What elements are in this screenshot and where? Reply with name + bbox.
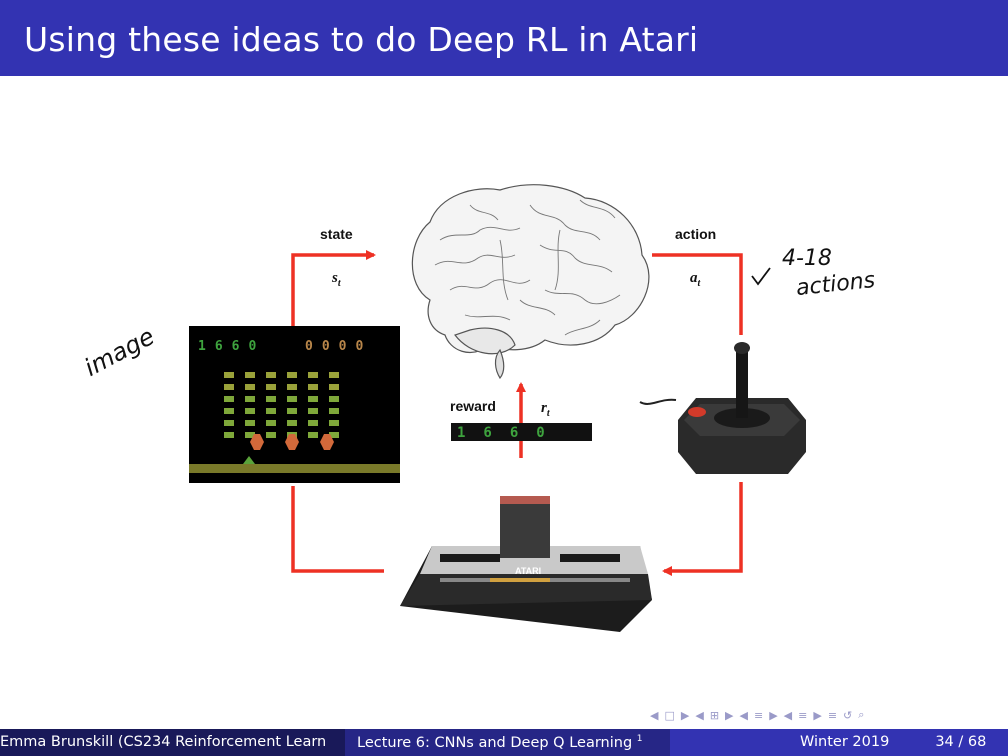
- score-right: 0000: [305, 339, 372, 354]
- footer-page: 34 / 68: [935, 734, 986, 756]
- state-symbol: st: [332, 270, 341, 289]
- reward-display: 1660: [451, 423, 592, 441]
- alien-sprite: [245, 408, 255, 414]
- footer-author: Emma Brunskill (CS234 Reinforcement Lear…: [0, 729, 345, 756]
- nav-control-icon[interactable]: □: [664, 709, 674, 722]
- alien-sprite: [329, 420, 339, 426]
- alien-sprite: [308, 408, 318, 414]
- score-left: 1660: [198, 339, 265, 354]
- alien-sprite: [308, 420, 318, 426]
- alien-sprite: [287, 372, 297, 378]
- ground: [189, 464, 400, 473]
- nav-control-icon[interactable]: ⌕: [858, 708, 864, 722]
- nav-control-icon[interactable]: ▶: [725, 709, 733, 722]
- reward-label: reward: [450, 398, 496, 414]
- alien-sprite: [224, 408, 234, 414]
- alien-sprite: [308, 396, 318, 402]
- alien-sprite: [287, 408, 297, 414]
- nav-control-icon[interactable]: ≡: [828, 709, 837, 722]
- console-brand: ATARI: [515, 566, 541, 576]
- nav-control-icon[interactable]: ▶: [681, 709, 689, 722]
- joystick-to-console-arrow: [664, 482, 741, 571]
- alien-sprite: [245, 372, 255, 378]
- nav-control-icon[interactable]: ▶: [769, 709, 777, 722]
- reward-score: 1660: [457, 425, 563, 441]
- alien-sprite: [308, 432, 318, 438]
- nav-control-icon[interactable]: ⊞: [710, 709, 719, 722]
- footer: Emma Brunskill (CS234 Reinforcement Lear…: [0, 729, 1008, 756]
- game-screen: 1660 0000: [189, 326, 400, 483]
- nav-control-icon[interactable]: ≡: [754, 709, 763, 722]
- alien-sprite: [329, 384, 339, 390]
- alien-sprite: [224, 420, 234, 426]
- alien-sprite: [266, 396, 276, 402]
- reward-symbol: rt: [541, 400, 550, 419]
- handwritten-check: [752, 268, 770, 284]
- footer-lecture: Lecture 6: CNNs and Deep Q Learning 1: [345, 729, 670, 756]
- diagram-canvas: 1660 0000 1660: [0, 76, 1008, 716]
- state-label: state: [320, 226, 353, 242]
- nav-control-icon[interactable]: ▶: [813, 709, 821, 722]
- alien-sprite: [245, 396, 255, 402]
- alien-sprite: [266, 420, 276, 426]
- footer-right: Winter 2019 34 / 68: [670, 729, 1008, 756]
- nav-control-icon[interactable]: ◀: [695, 709, 703, 722]
- atari-console-icon: ATARI: [400, 496, 652, 632]
- alien-sprite: [329, 372, 339, 378]
- alien-sprite: [308, 372, 318, 378]
- nav-control-icon[interactable]: ↺: [843, 709, 852, 722]
- action-arrow: [652, 255, 741, 335]
- alien-sprite: [224, 384, 234, 390]
- footer-date: Winter 2019: [800, 734, 889, 756]
- alien-sprite: [329, 408, 339, 414]
- alien-sprite: [308, 384, 318, 390]
- alien-sprite: [287, 420, 297, 426]
- brain-icon: [412, 185, 649, 378]
- alien-sprite: [245, 420, 255, 426]
- alien-sprite: [287, 384, 297, 390]
- nav-control-icon[interactable]: ◀: [740, 709, 748, 722]
- alien-sprite: [266, 432, 276, 438]
- alien-sprite: [224, 396, 234, 402]
- nav-control-icon[interactable]: ≡: [798, 709, 807, 722]
- alien-sprite: [266, 372, 276, 378]
- handwritten-actions-count: 4-18: [782, 246, 832, 271]
- state-arrow: [293, 255, 374, 326]
- nav-control-icon[interactable]: ◀: [784, 709, 792, 722]
- rl-diagram: 1660 0000 1660: [0, 76, 1008, 716]
- alien-sprite: [266, 384, 276, 390]
- alien-sprite: [287, 396, 297, 402]
- alien-sprite: [329, 396, 339, 402]
- beamer-navigation: ◀ □ ▶ ◀ ⊞ ▶ ◀ ≡ ▶ ◀ ≡ ▶ ≡ ↺ ⌕: [650, 707, 1000, 723]
- alien-sprite: [245, 384, 255, 390]
- slide-title: Using these ideas to do Deep RL in Atari: [24, 20, 698, 59]
- title-bar: Using these ideas to do Deep RL in Atari: [0, 0, 1008, 76]
- console-to-state-arrow: [293, 486, 384, 571]
- alien-sprite: [266, 408, 276, 414]
- nav-control-icon[interactable]: ◀: [650, 709, 658, 722]
- alien-sprite: [224, 432, 234, 438]
- joystick-icon: [640, 342, 806, 474]
- action-label: action: [675, 226, 716, 242]
- action-symbol: at: [690, 270, 700, 289]
- alien-sprite: [224, 372, 234, 378]
